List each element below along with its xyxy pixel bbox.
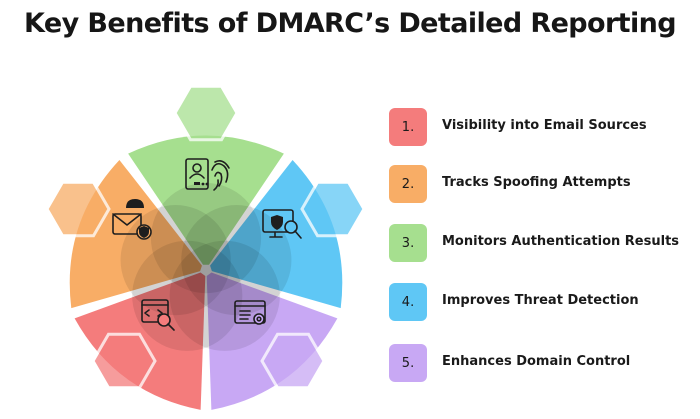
sector-top-left-hexagon [45, 180, 111, 238]
email-hacker-shield-icon [112, 199, 152, 240]
page-title: Key Benefits of DMARC’s Detailed Reporti… [24, 8, 677, 39]
benefit-item-5: 5. Enhances Domain Control [389, 344, 689, 384]
benefit-number-badge: 3. [389, 224, 427, 262]
sector-bottom-left-hexagon [91, 332, 157, 390]
benefit-number-badge: 4. [389, 283, 427, 321]
benefit-label: Improves Threat Detection [442, 293, 639, 308]
sector-top-hexagon [173, 84, 239, 142]
sector-top [128, 135, 284, 265]
benefit-label: Visibility into Email Sources [442, 118, 647, 133]
benefit-number-badge: 2. [389, 165, 427, 203]
benefit-item-4: 4. Improves Threat Detection [389, 283, 689, 323]
browser-settings-gear-icon [234, 300, 266, 325]
benefit-item-3: 3. Monitors Authentication Results [389, 224, 689, 264]
benefit-label: Enhances Domain Control [442, 354, 631, 369]
sector-top-left-overlap [120, 205, 231, 316]
benefit-label: Tracks Spoofing Attempts [442, 175, 631, 190]
benefit-number-badge: 5. [389, 344, 427, 382]
sector-top-right-hexagon [300, 180, 366, 238]
sector-bottom-right-hexagon [260, 332, 326, 390]
monitor-shield-search-icon [262, 209, 302, 239]
id-card-fingerprint-icon [185, 158, 230, 191]
sector-top-overlap [150, 183, 262, 294]
benefit-label: Monitors Authentication Results [442, 234, 680, 249]
benefit-item-2: 2. Tracks Spoofing Attempts [389, 165, 689, 205]
benefit-item-1: 1. Visibility into Email Sources [389, 108, 689, 148]
browser-code-magnifier-icon [141, 299, 175, 331]
benefit-number-badge: 1. [389, 108, 427, 146]
